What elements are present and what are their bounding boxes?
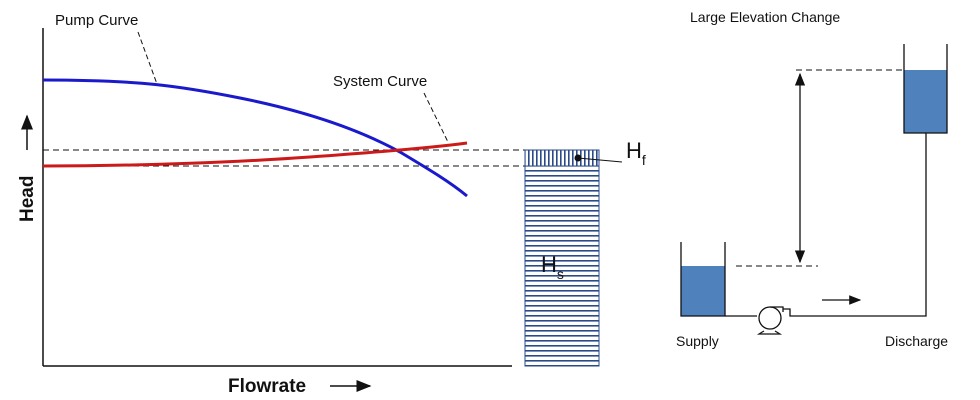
elevation-schematic: Large Elevation Change Supply Discharge [676, 9, 948, 349]
friction-head-block [524, 149, 600, 167]
pump [756, 306, 784, 335]
system-curve-leader [423, 92, 449, 143]
pump-curve-leader [137, 31, 158, 85]
supply-label: Supply [676, 333, 719, 349]
pump-system-chart: Pump Curve System Curve Flowrate Head [17, 12, 598, 397]
system-curve [42, 141, 468, 168]
supply-tank [680, 242, 726, 317]
hs-label: Hs [541, 252, 564, 282]
pump-curve [42, 78, 468, 198]
hf-label: Hf [626, 138, 646, 168]
system-curve-label: System Curve [333, 73, 427, 90]
discharge-label: Discharge [885, 333, 948, 349]
schematic-title: Large Elevation Change [690, 9, 840, 25]
discharge-tank-water [904, 70, 947, 133]
head-bar: Hf Hs [524, 138, 646, 367]
pump-curve-label: Pump Curve [55, 12, 138, 29]
y-axis-label: Head [17, 176, 38, 222]
discharge-pipe [783, 133, 927, 317]
supply-tank-water [681, 266, 725, 316]
x-axis-label: Flowrate [228, 376, 306, 397]
hf-leader [577, 157, 623, 163]
